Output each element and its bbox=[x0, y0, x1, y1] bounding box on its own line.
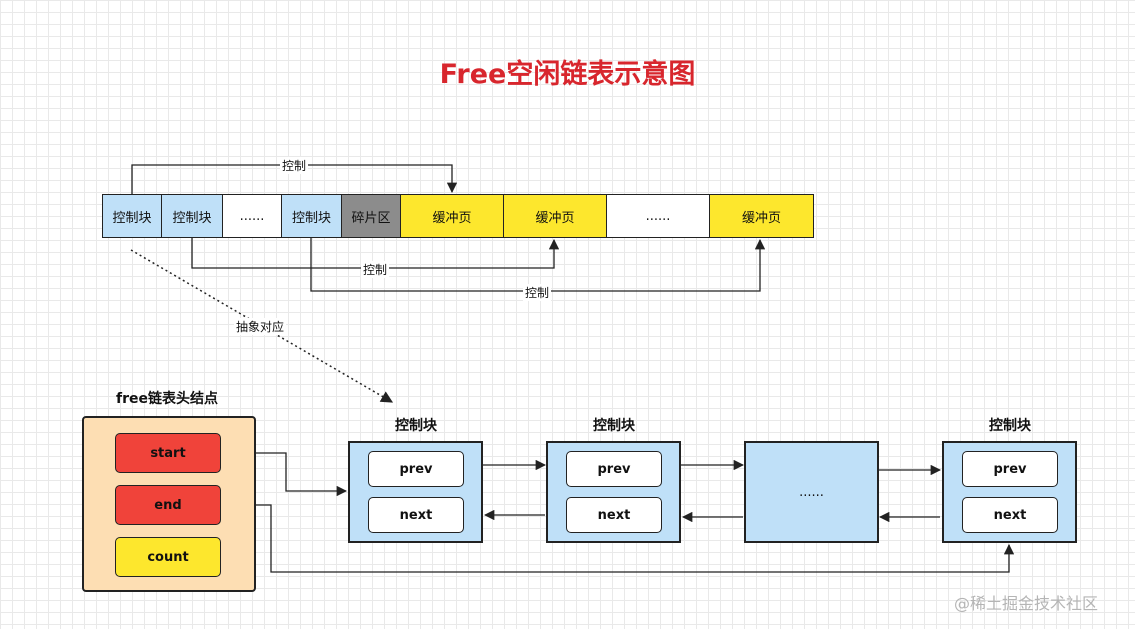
ellipsis-node: ...... bbox=[744, 441, 879, 543]
diagram-title: Free空闲链表示意图 bbox=[439, 59, 696, 90]
header-node-title: free链表头结点 bbox=[116, 391, 218, 407]
next-pointer: next bbox=[566, 497, 662, 533]
strip-control-block: 控制块 bbox=[102, 194, 162, 238]
node-title: 控制块 bbox=[989, 418, 1031, 434]
end-field: end bbox=[115, 485, 221, 525]
control-label-2: 控制 bbox=[361, 261, 390, 278]
strip-control-block: 控制块 bbox=[281, 194, 342, 238]
watermark: @稀土掘金技术社区 bbox=[954, 594, 1099, 613]
node-title: 控制块 bbox=[395, 418, 437, 434]
next-pointer: next bbox=[368, 497, 464, 533]
next-pointer: next bbox=[962, 497, 1058, 533]
node-title: 控制块 bbox=[593, 418, 635, 434]
start-field: start bbox=[115, 433, 221, 473]
control-label-3: 控制 bbox=[523, 284, 552, 301]
prev-pointer: prev bbox=[368, 451, 464, 487]
prev-pointer: prev bbox=[566, 451, 662, 487]
count-field: count bbox=[115, 537, 221, 577]
strip-control-block: 控制块 bbox=[161, 194, 223, 238]
strip-ellipsis: ...... bbox=[606, 194, 710, 238]
strip-buffer-page: 缓冲页 bbox=[709, 194, 814, 238]
strip-ellipsis: ...... bbox=[222, 194, 282, 238]
prev-pointer: prev bbox=[962, 451, 1058, 487]
strip-fragment-area: 碎片区 bbox=[341, 194, 401, 238]
strip-buffer-page: 缓冲页 bbox=[400, 194, 504, 238]
strip-buffer-page: 缓冲页 bbox=[503, 194, 607, 238]
control-label-1: 控制 bbox=[280, 157, 309, 174]
mapping-label: 抽象对应 bbox=[234, 318, 287, 335]
